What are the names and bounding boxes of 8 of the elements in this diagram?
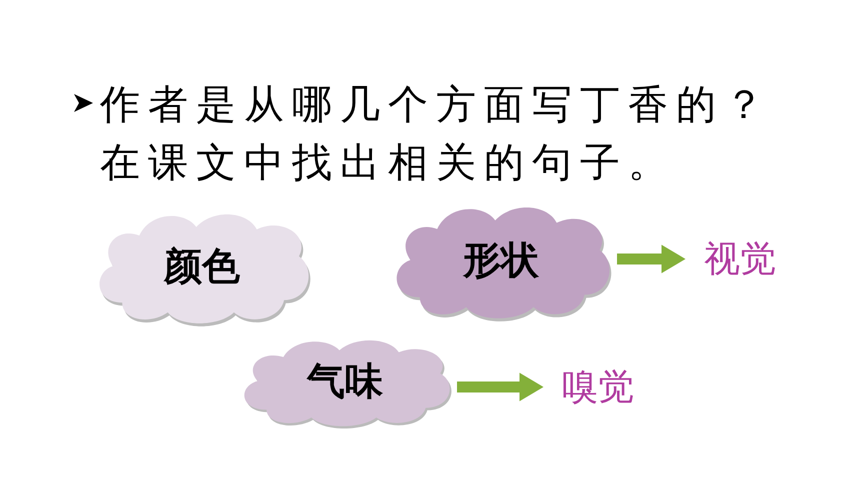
cloud-label: 气味 <box>307 358 383 404</box>
sense-label: 嗅觉 <box>562 366 634 410</box>
question-text: 作者是从哪几个方面写丁香的？在课文中找出相关的句子。 <box>100 81 773 188</box>
arrow <box>617 244 686 274</box>
arrow <box>457 372 544 402</box>
sense-label: 视觉 <box>704 238 776 282</box>
cloud-label: 形状 <box>463 236 539 284</box>
cloud-label: 颜色 <box>164 242 240 290</box>
